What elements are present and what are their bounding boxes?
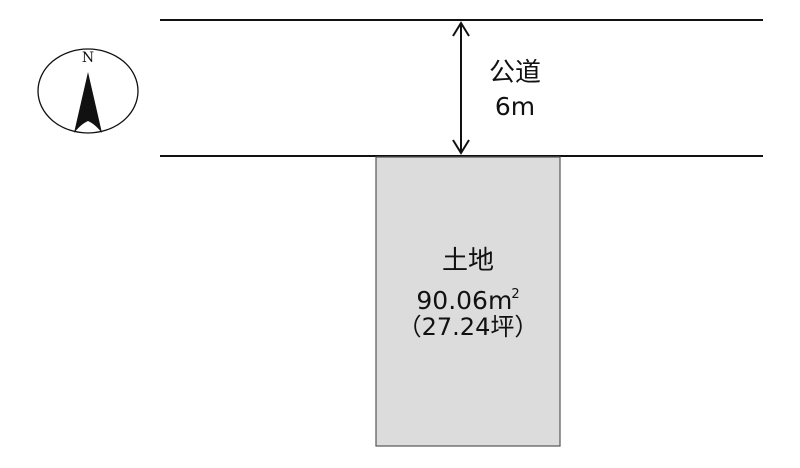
compass-needle-left [74, 72, 88, 133]
compass-needle-right [88, 72, 102, 133]
lot-name-label: 土地 [441, 246, 494, 276]
north-compass-icon [37, 48, 139, 134]
road-width-label: 6m [494, 92, 536, 121]
lot-area-unit-superscript: 2 [511, 287, 520, 302]
road-width-arrow [452, 21, 470, 155]
road-name-label: 公道 [488, 58, 541, 88]
lot-parcel [375, 156, 561, 447]
lot-area-m2-label: 90.06m2 [376, 280, 560, 316]
lot-area-tsubo-label: （27.24坪） [397, 313, 539, 341]
lot-area-unit: m [487, 286, 513, 315]
lot-area-value: 90.06 [416, 286, 488, 315]
north-label: N [81, 50, 95, 66]
